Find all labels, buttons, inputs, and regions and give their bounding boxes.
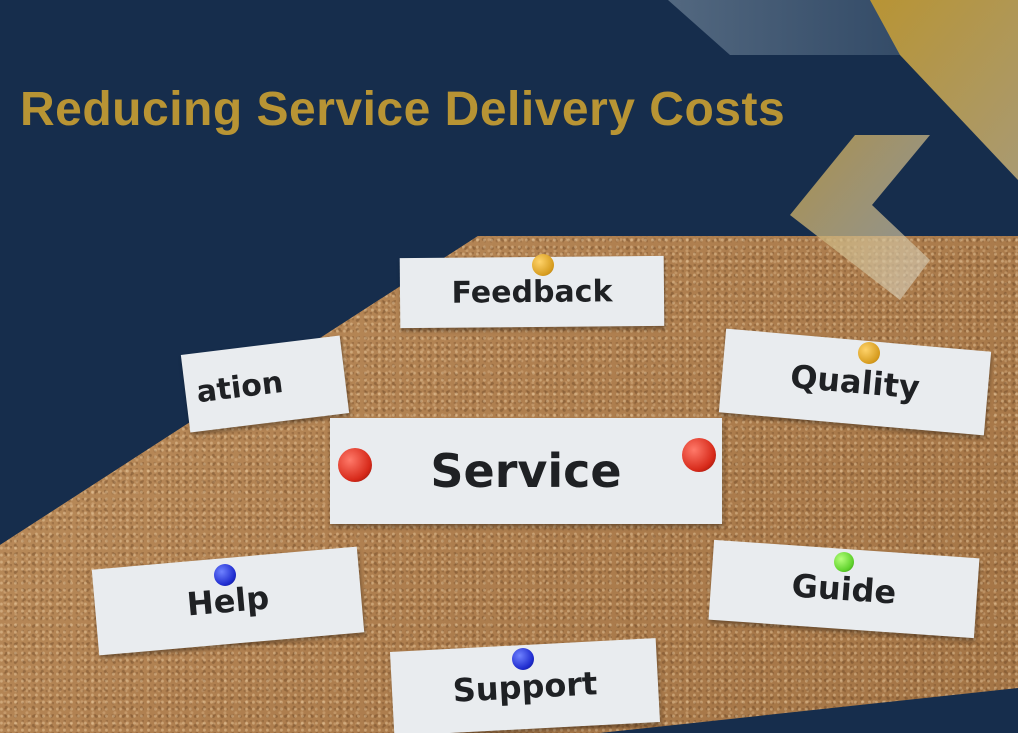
pushpin-green	[834, 552, 854, 572]
card-label: Service	[430, 444, 622, 498]
pushpin-yellow	[532, 254, 554, 276]
card-service: Service	[330, 418, 722, 524]
card-label: Feedback	[451, 273, 613, 311]
pushpin-blue	[512, 648, 534, 670]
card-label: Quality	[788, 357, 922, 407]
pushpin-yellow	[858, 342, 880, 364]
card-label: Guide	[790, 566, 898, 612]
page-title: Reducing Service Delivery Costs	[20, 83, 786, 136]
card-label: ation	[194, 364, 285, 410]
pushpin-red-left	[338, 448, 372, 482]
pushpin-blue	[214, 564, 236, 586]
pushpin-red-right	[682, 438, 716, 472]
card-label: Support	[451, 664, 599, 710]
